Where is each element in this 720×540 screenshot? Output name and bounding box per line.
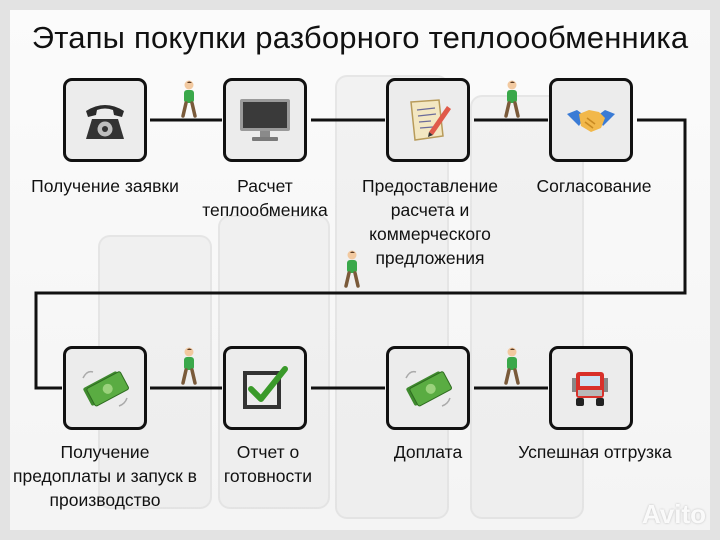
checkbox-icon	[243, 366, 288, 409]
step-label-proposal: Предоставление расчета и коммерческого п…	[362, 176, 498, 269]
step-box-calculation	[223, 78, 307, 162]
money-icon	[82, 370, 129, 407]
step-label-shipment: Успешная отгрузка	[518, 442, 672, 462]
background-plate	[470, 95, 584, 519]
handshake-icon	[567, 110, 615, 132]
step-box-ready-report	[223, 346, 307, 430]
walking-person-icon	[344, 250, 360, 288]
step-box-prepayment	[63, 346, 147, 430]
walking-person-icon	[181, 80, 197, 118]
step-label-prepayment: Получение предоплаты и запуск в производ…	[13, 442, 197, 511]
step-label-ready-report: Отчет о готовности	[223, 442, 313, 487]
step-label-final-payment: Доплата	[393, 442, 463, 462]
step-box-final-payment	[386, 346, 470, 430]
page-title: Этапы покупки разборного теплоообменника	[31, 20, 689, 55]
walking-person-icon	[181, 347, 197, 385]
step-box-request	[63, 78, 147, 162]
step-label-calculation: Расчет теплообменика	[202, 176, 328, 221]
step-box-agreement	[549, 78, 633, 162]
document-pen-icon	[410, 99, 451, 141]
avito-watermark-logo: Avito	[641, 499, 706, 529]
walking-person-icon	[504, 80, 520, 118]
step-box-shipment	[549, 346, 633, 430]
truck-icon	[572, 372, 608, 406]
walking-person-icon	[504, 347, 520, 385]
step-box-proposal	[386, 78, 470, 162]
monitor-icon	[240, 99, 290, 141]
step-label-agreement: Согласование	[536, 176, 652, 196]
telephone-icon	[86, 105, 124, 139]
step-label-request: Получение заявки	[31, 176, 179, 196]
money-icon	[405, 370, 452, 407]
